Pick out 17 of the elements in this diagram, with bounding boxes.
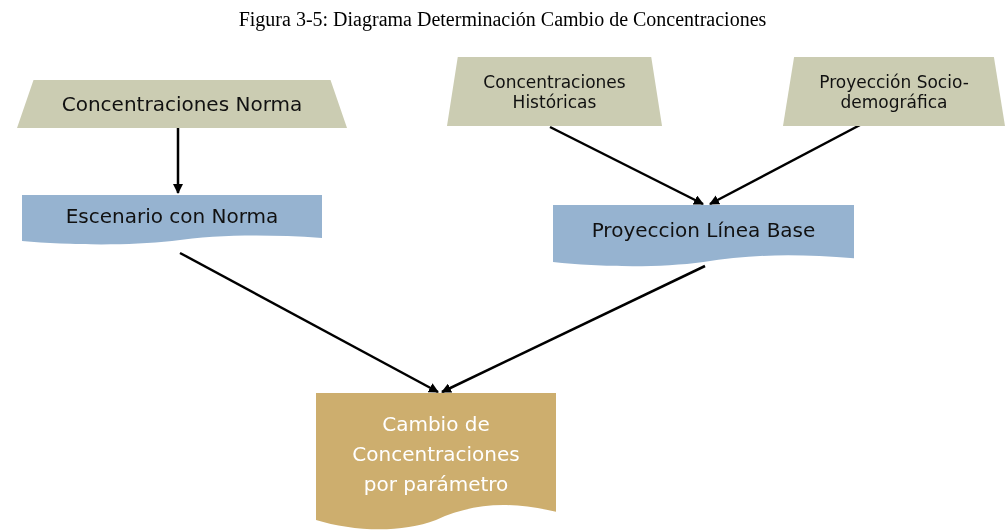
document-shape xyxy=(553,205,854,267)
input-trapezoid xyxy=(783,57,1005,126)
node-label: Cambio de Concentraciones por parámetro xyxy=(351,411,521,498)
figure-title: Figura 3-5: Diagrama Determinación Cambio de Concentraciones xyxy=(237,8,768,31)
node-label: Escenario con Norma xyxy=(65,204,279,228)
document-shape xyxy=(22,195,322,245)
node-label: Proyección Socio-demográfica xyxy=(819,71,969,112)
input-trapezoid xyxy=(17,80,347,128)
arrow xyxy=(179,251,439,394)
node-label: Concentraciones Históricas xyxy=(482,71,627,112)
arrow xyxy=(549,125,704,206)
node-label: Proyeccion Línea Base xyxy=(591,218,816,242)
arrow xyxy=(441,264,706,394)
arrow xyxy=(173,128,183,194)
input-trapezoid xyxy=(447,57,662,126)
node-label: Concentraciones Norma xyxy=(61,92,303,116)
document-shape xyxy=(316,393,556,531)
